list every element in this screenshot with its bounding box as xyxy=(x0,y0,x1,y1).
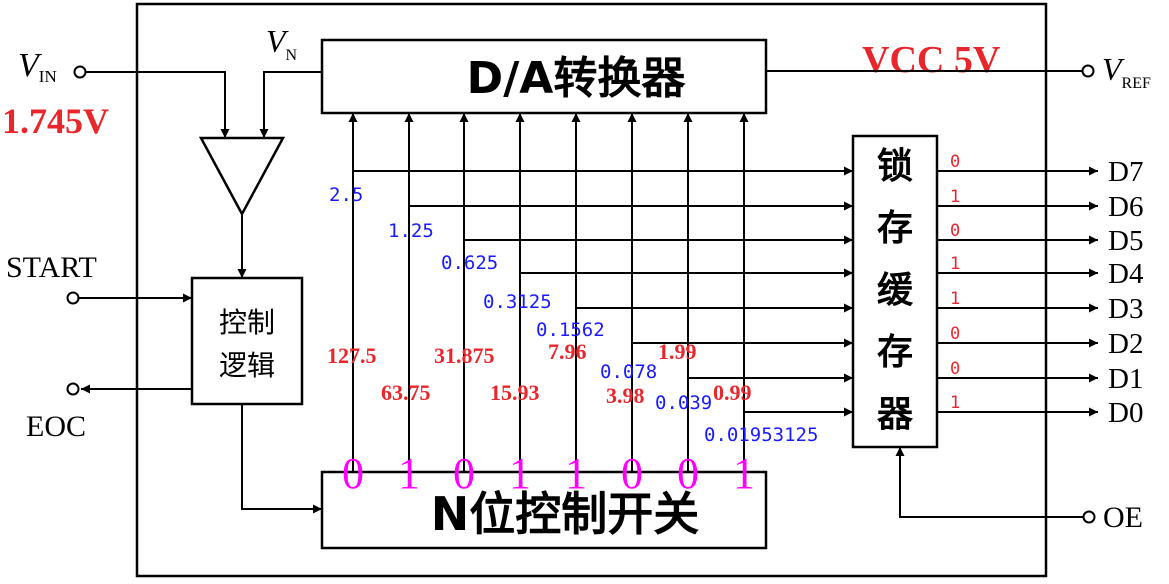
bit-code-label: 7.96 xyxy=(548,339,587,364)
vref-sub: REF xyxy=(1122,75,1151,92)
bit-weight-label: 0.3125 xyxy=(483,291,552,313)
switch-bit: 1 xyxy=(733,449,755,498)
switch-block xyxy=(320,470,768,550)
control-logic-line2: 逻辑 xyxy=(219,349,275,382)
bit-code-label: 63.75 xyxy=(381,380,431,405)
vn-wire xyxy=(259,71,322,138)
oe-terminal xyxy=(1082,510,1096,524)
bit-code-label: 0.99 xyxy=(713,380,752,405)
vn-main: V xyxy=(266,23,289,59)
output-label: D4 xyxy=(1108,258,1144,290)
control-to-switch-wire xyxy=(241,404,322,514)
vcc-label: VCC 5V xyxy=(862,39,1001,81)
oe-wire xyxy=(895,447,1083,518)
output-label: D1 xyxy=(1108,363,1143,395)
vin-wire xyxy=(86,71,230,138)
vn-sub: N xyxy=(286,47,298,64)
bit-code-label: 1.99 xyxy=(658,339,697,364)
eoc-terminal xyxy=(66,382,80,396)
latch-buffer-block xyxy=(851,134,939,449)
output-bit-value: 0 xyxy=(950,359,960,379)
switch-bit: 0 xyxy=(621,449,643,498)
output-label: D3 xyxy=(1108,293,1143,325)
comparator-icon xyxy=(198,136,286,217)
latch-char: 器 xyxy=(877,394,914,435)
bit-weight-label: 0.078 xyxy=(600,361,657,383)
output-bit-value: 0 xyxy=(950,221,960,241)
vin-label: VIN xyxy=(18,47,57,86)
eoc-label: EOC xyxy=(26,410,86,443)
vref-label: VREF xyxy=(1102,51,1151,92)
vin-sub: IN xyxy=(39,67,57,86)
switch-bit: 0 xyxy=(677,449,699,498)
output-label: D2 xyxy=(1108,328,1143,360)
switch-bit: 1 xyxy=(398,449,420,498)
output-bit-value: 0 xyxy=(950,324,960,344)
bit-code-label: 3.98 xyxy=(606,383,645,408)
output-label: D6 xyxy=(1108,191,1143,223)
output-bit-value: 1 xyxy=(950,254,960,274)
vref-terminal xyxy=(1081,64,1095,78)
vn-label: VN xyxy=(266,23,298,64)
vref-main: V xyxy=(1102,51,1125,87)
latch-char: 锁 xyxy=(877,146,913,187)
output-bit-value: 0 xyxy=(950,152,960,172)
output-bit-value: 1 xyxy=(950,393,960,413)
bit-weight-label: 1.25 xyxy=(388,220,434,242)
control-logic-line1: 控制 xyxy=(219,306,275,339)
chip-outline xyxy=(135,2,1048,578)
bit-code-label: 127.5 xyxy=(327,343,377,368)
output-bit-value: 1 xyxy=(950,289,960,309)
output-label: D0 xyxy=(1108,397,1143,429)
switch-bit: 1 xyxy=(565,449,587,498)
switch-bit: 0 xyxy=(342,449,364,498)
latch-char: 缓 xyxy=(877,270,914,311)
bit-weight-label: 0.1562 xyxy=(536,319,605,341)
output-label: D5 xyxy=(1108,225,1143,257)
output-bit-value: 1 xyxy=(950,187,960,207)
bit-code-label: 31.875 xyxy=(434,343,495,368)
switch-bit: 0 xyxy=(453,449,475,498)
vin-value: 1.745V xyxy=(2,101,109,141)
bit-code-label: 15.93 xyxy=(490,380,540,405)
oe-label: OE xyxy=(1103,501,1143,534)
bit-weight-label: 0.625 xyxy=(441,252,498,274)
dac-label: D/A转换器 xyxy=(467,53,687,104)
bit-weight-label: 0.01953125 xyxy=(704,424,818,446)
latch-char: 存 xyxy=(877,208,913,249)
start-label: START xyxy=(6,251,97,284)
bit-weight-label: 0.039 xyxy=(655,392,712,414)
switch-bit: 1 xyxy=(509,449,531,498)
output-label: D7 xyxy=(1108,156,1143,188)
control-logic-block xyxy=(190,276,304,406)
start-terminal xyxy=(66,291,80,305)
switch-label: N位控制开关 xyxy=(431,487,700,541)
vin-terminal xyxy=(73,65,87,79)
bit-weight-label: 2.5 xyxy=(329,184,363,206)
latch-char: 存 xyxy=(877,332,913,373)
dac-block xyxy=(320,38,768,115)
